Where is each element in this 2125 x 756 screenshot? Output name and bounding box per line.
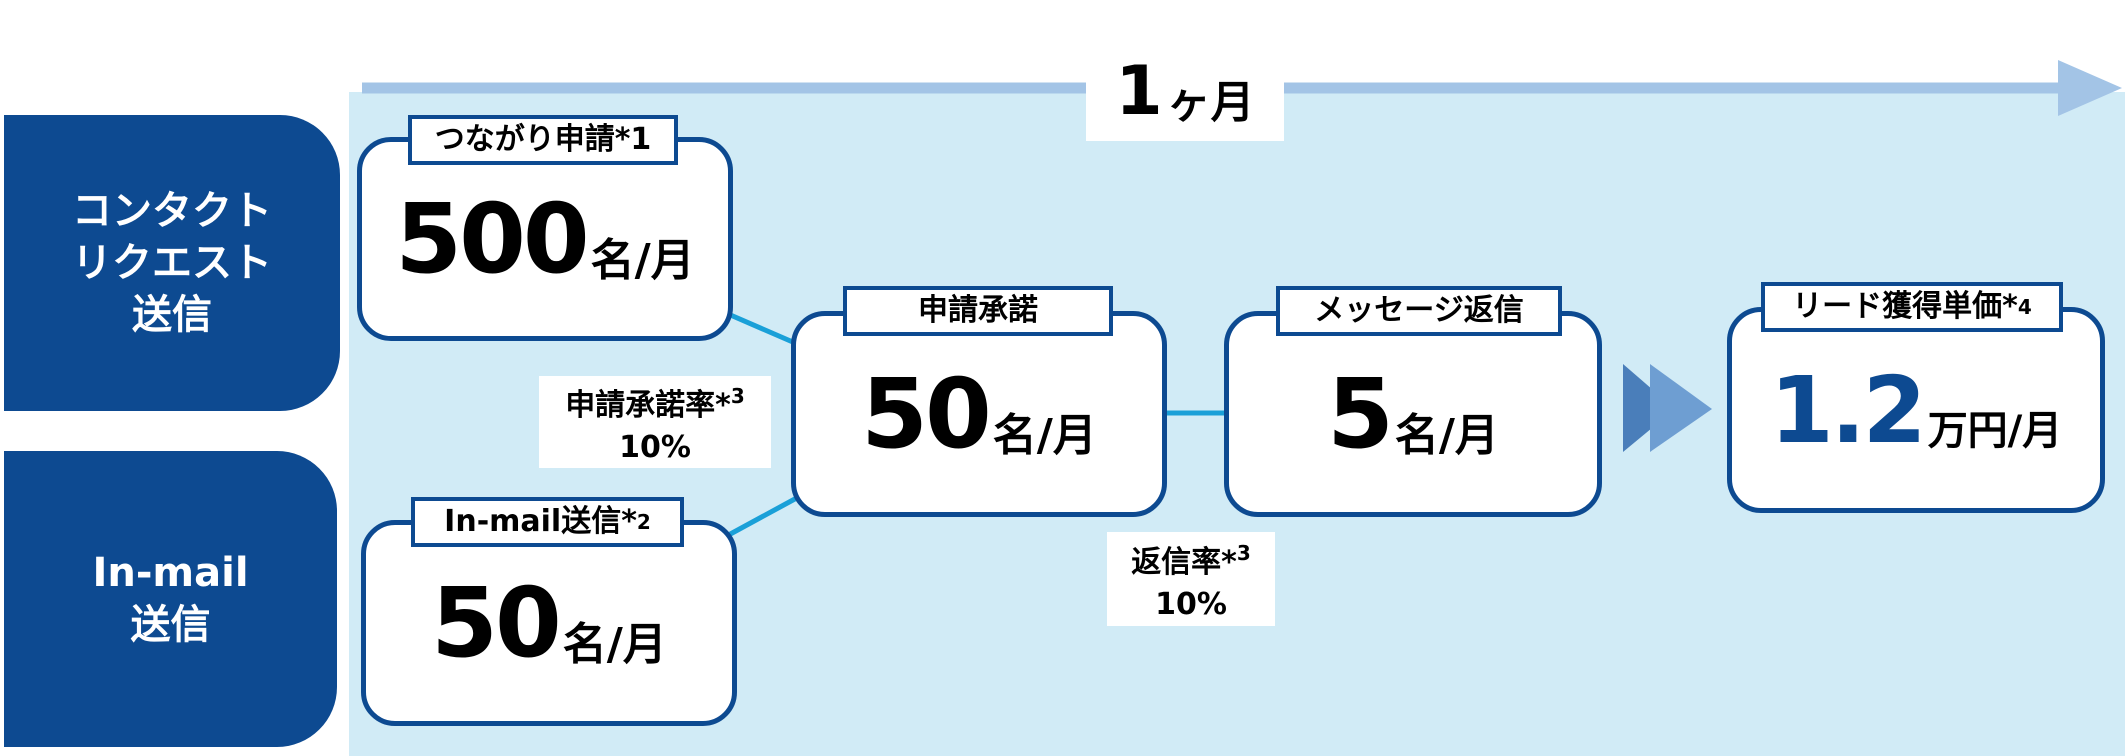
inmail-unit: 名/月	[562, 619, 667, 670]
side-label-contact-request: コンタクト リクエスト 送信	[4, 115, 340, 411]
lead-cost-box: 1.2 万円/月	[1727, 307, 2105, 513]
approval-box: 50 名/月	[791, 311, 1167, 517]
approval-value: 50	[861, 358, 992, 470]
message-reply-unit: 名/月	[1394, 410, 1499, 461]
lead-cost-value: 1.2	[1769, 356, 1927, 464]
period-unit: ヶ月	[1166, 77, 1255, 128]
inmail-tag: In-mail送信*2	[411, 497, 684, 547]
approval-rate-label: 申請承諾率*3 10%	[539, 376, 771, 468]
approval-rate-note: 3	[730, 384, 745, 408]
reply-rate-text: 返信率*	[1131, 545, 1237, 580]
lead-cost-tag: リード獲得単価*4	[1761, 282, 2063, 332]
reply-rate-value: 10%	[1155, 587, 1227, 622]
reply-rate-label: 返信率*3 10%	[1107, 532, 1275, 626]
message-reply-value: 5	[1327, 358, 1394, 470]
lead-cost-tag-note: 4	[2017, 295, 2032, 319]
message-reply-box: 5 名/月	[1224, 311, 1602, 517]
approval-rate-title: 申請承諾率*3	[565, 375, 745, 427]
inmail-tag-note: 2	[636, 510, 651, 534]
reply-rate-note: 3	[1236, 541, 1251, 565]
approval-unit: 名/月	[992, 410, 1097, 461]
chevron-2	[1650, 364, 1712, 452]
connection-request-value: 500	[395, 183, 589, 295]
lead-cost-unit: 万円/月	[1927, 408, 2063, 454]
inmail-value: 50	[431, 567, 562, 679]
approval-rate-value: 10%	[619, 430, 691, 465]
timeline-arrowhead	[2058, 60, 2122, 116]
period-number: 1	[1115, 51, 1163, 131]
approval-tag: 申請承諾	[843, 286, 1113, 336]
lead-cost-tag-text: リード獲得単価*	[1792, 289, 2018, 324]
message-reply-tag: メッセージ返信	[1276, 286, 1562, 336]
inmail-tag-text: In-mail送信*	[444, 504, 637, 539]
chevron-1	[1623, 364, 1675, 452]
approval-rate-text: 申請承諾率*	[565, 388, 731, 423]
side-label-inmail: In-mail 送信	[4, 451, 337, 747]
connection-request-box: 500 名/月	[357, 137, 733, 341]
connection-request-unit: 名/月	[590, 235, 695, 286]
inmail-box: 50 名/月	[361, 520, 737, 726]
reply-rate-title: 返信率*3	[1131, 532, 1251, 584]
period-box: 1 ヶ月	[1086, 41, 1284, 141]
connection-request-tag: つながり申請*1	[408, 115, 678, 165]
